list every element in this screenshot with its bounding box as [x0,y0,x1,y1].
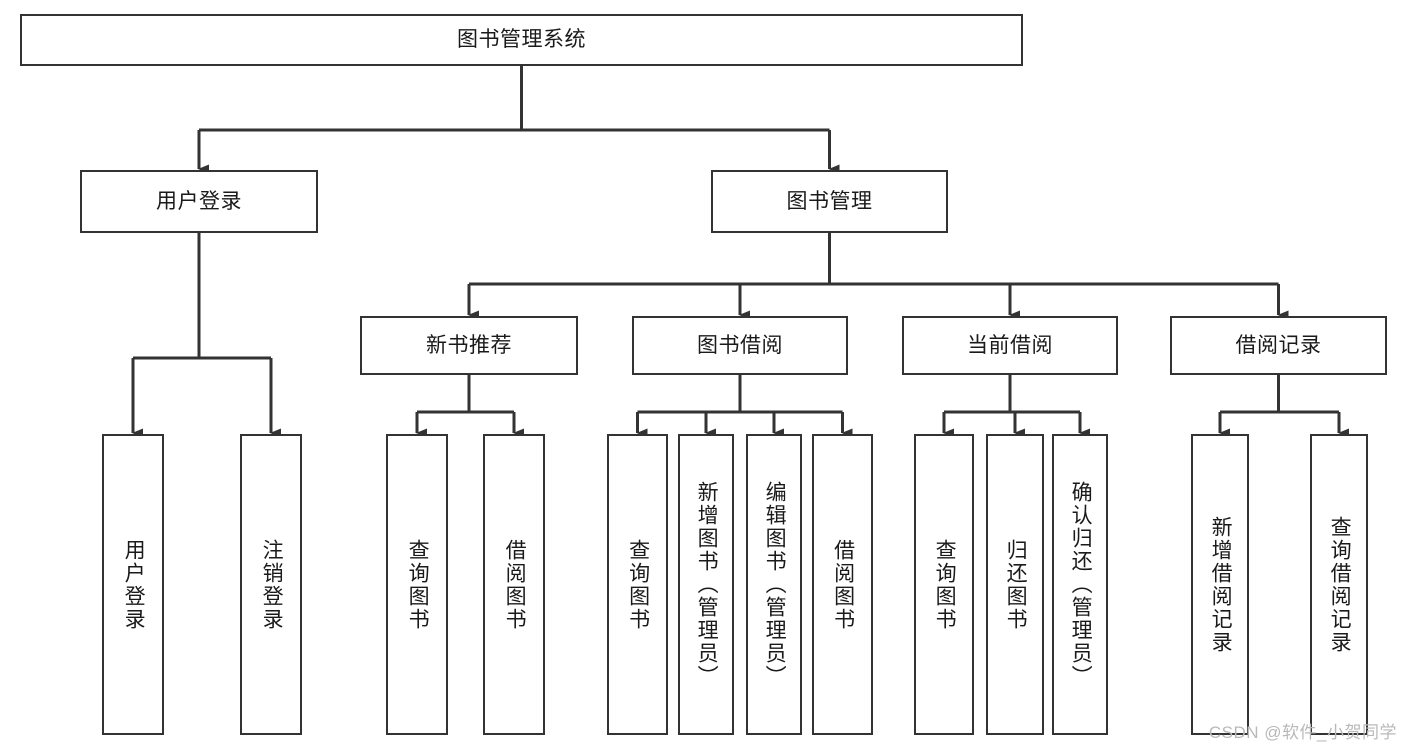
node-leaf-return-book[interactable]: 归还图书 [986,434,1044,735]
node-leaf-logout[interactable]: 注销登录 [240,434,302,735]
node-leaf-add-book-label: 新增图书（管理员） [695,481,719,688]
node-book-borrow[interactable]: 图书借阅 [632,316,848,375]
node-current-borrow-label: 当前借阅 [967,333,1053,357]
node-leaf-borrow-book-2-label: 借阅图书 [831,538,855,631]
node-user-login-label: 用户登录 [156,189,242,213]
node-leaf-add-record-label: 新增借阅记录 [1209,515,1233,654]
node-leaf-edit-book[interactable]: 编辑图书（管理员） [746,434,802,735]
node-book-manage[interactable]: 图书管理 [711,170,948,233]
node-leaf-query-book-1-label: 查询图书 [406,538,430,631]
node-leaf-query-book-2[interactable]: 查询图书 [607,434,668,735]
node-root[interactable]: 图书管理系统 [20,14,1023,66]
node-leaf-query-record-label: 查询借阅记录 [1328,515,1352,654]
node-leaf-query-book-1[interactable]: 查询图书 [386,434,448,735]
node-user-login[interactable]: 用户登录 [80,170,318,233]
node-borrow-record[interactable]: 借阅记录 [1170,316,1387,375]
node-leaf-logout-label: 注销登录 [260,538,284,631]
node-leaf-borrow-book-1-label: 借阅图书 [503,538,527,631]
node-leaf-query-record[interactable]: 查询借阅记录 [1310,434,1368,735]
node-new-book-rec-label: 新书推荐 [426,333,512,357]
node-leaf-confirm-return-label: 确认归还（管理员） [1069,481,1093,688]
node-leaf-user-login-label: 用户登录 [122,538,146,631]
edge-group [131,66,1349,438]
node-current-borrow[interactable]: 当前借阅 [902,316,1118,375]
node-book-manage-label: 图书管理 [786,189,873,213]
node-leaf-confirm-return[interactable]: 确认归还（管理员） [1052,434,1108,735]
node-leaf-borrow-book-2[interactable]: 借阅图书 [812,434,873,735]
node-leaf-borrow-book-1[interactable]: 借阅图书 [483,434,545,735]
node-book-borrow-label: 图书借阅 [697,333,783,357]
watermark-text: CSDN @软件_小贺同学 [1208,723,1397,742]
node-leaf-query-book-2-label: 查询图书 [626,538,650,631]
node-root-label: 图书管理系统 [457,28,586,52]
node-leaf-query-book-3[interactable]: 查询图书 [914,434,974,735]
node-borrow-record-label: 借阅记录 [1235,333,1322,357]
node-leaf-edit-book-label: 编辑图书（管理员） [763,481,787,688]
node-leaf-user-login[interactable]: 用户登录 [102,434,164,735]
node-leaf-query-book-3-label: 查询图书 [933,538,957,631]
node-leaf-add-book[interactable]: 新增图书（管理员） [678,434,734,735]
node-leaf-return-book-label: 归还图书 [1004,538,1028,631]
node-new-book-rec[interactable]: 新书推荐 [360,316,578,375]
node-leaf-add-record[interactable]: 新增借阅记录 [1191,434,1249,735]
